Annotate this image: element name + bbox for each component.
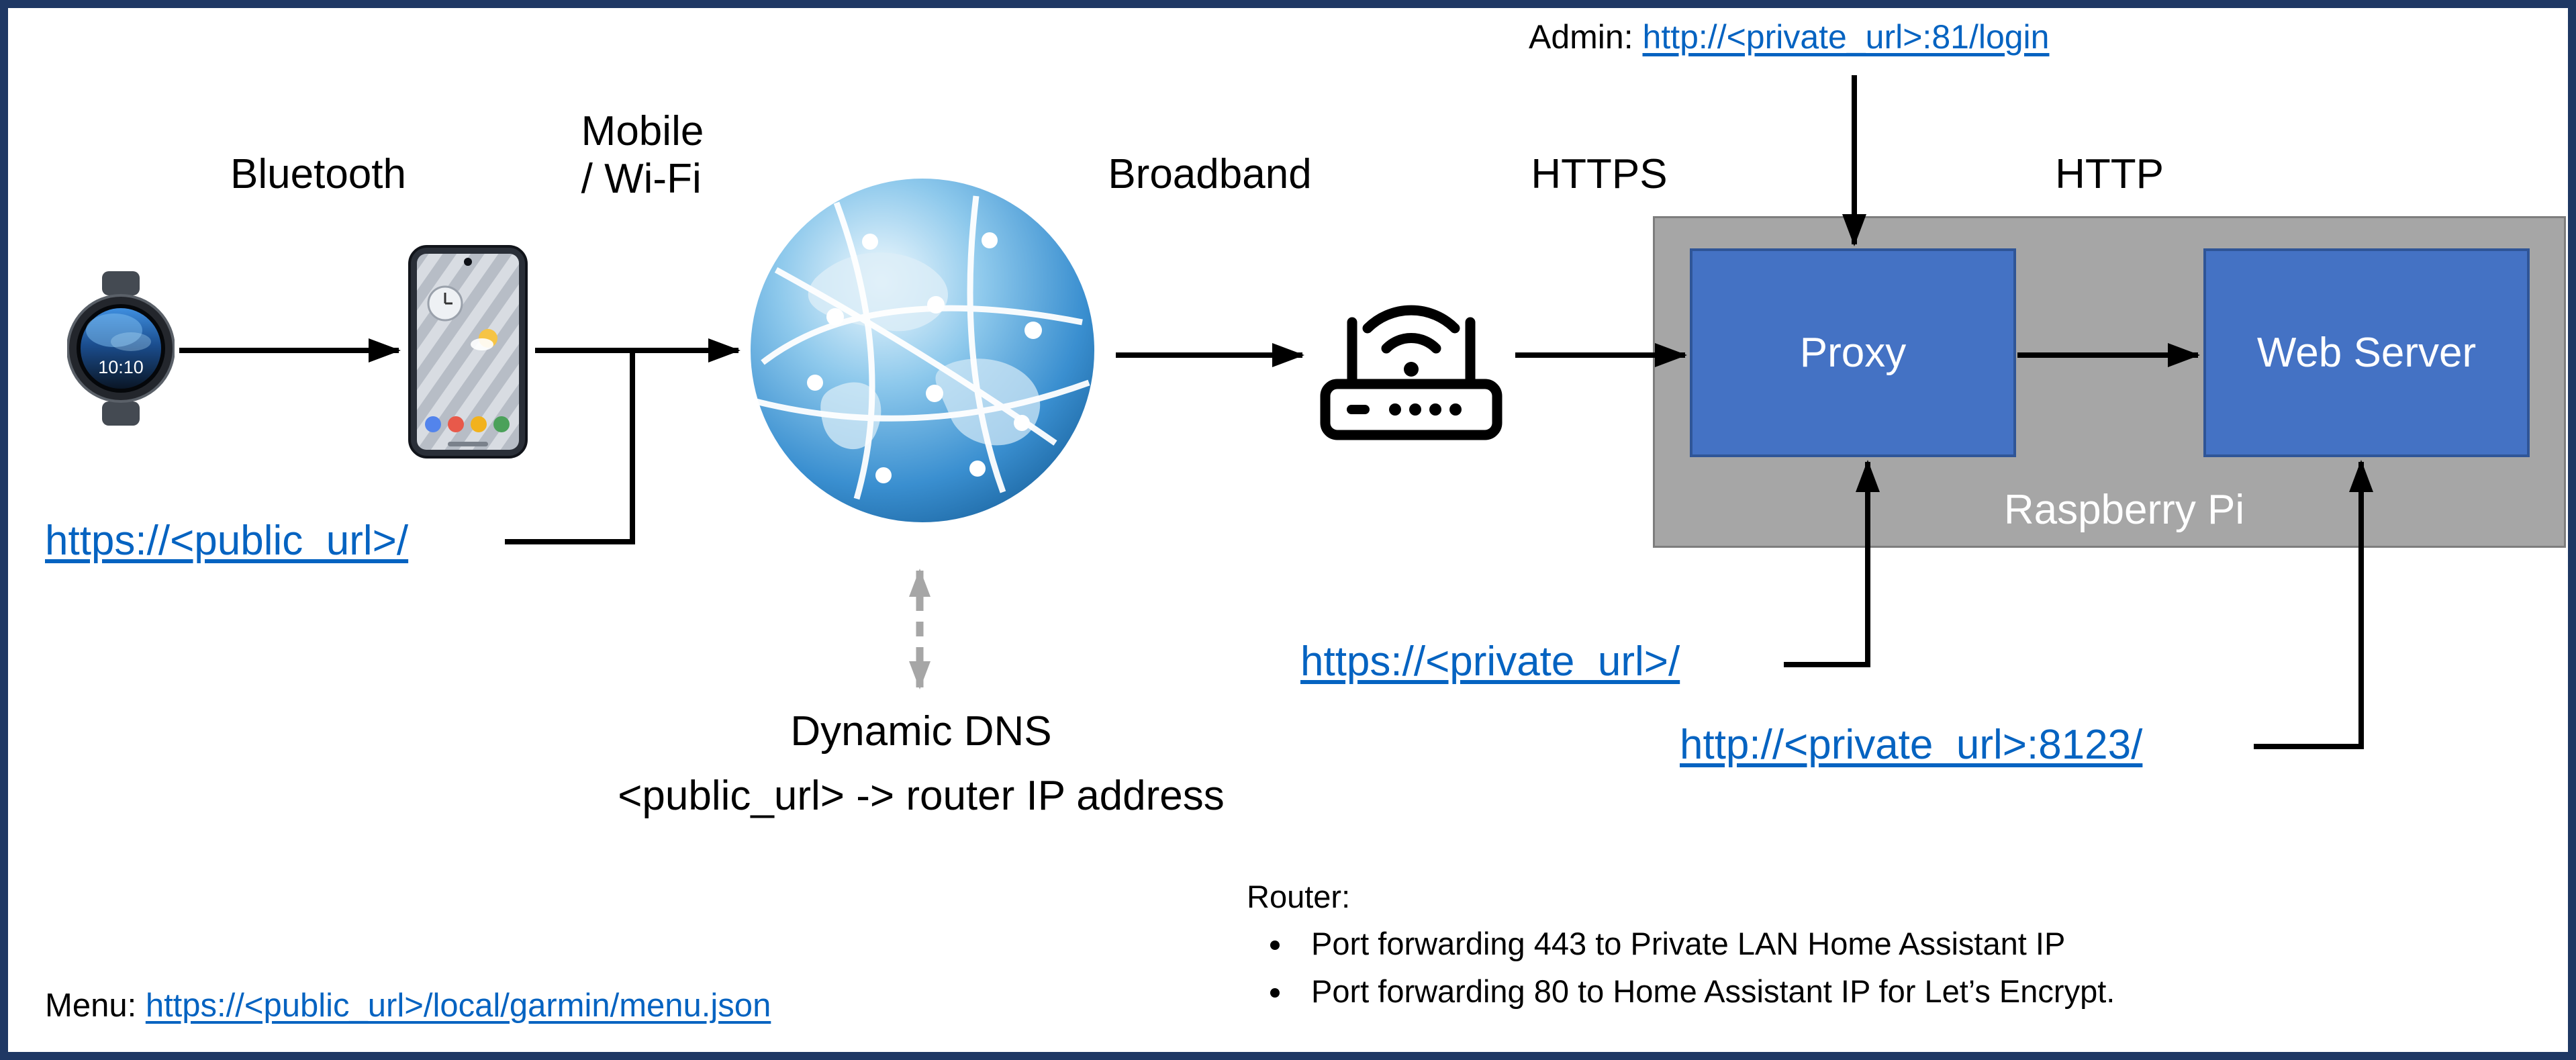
globe-network-nodes	[807, 232, 1042, 483]
web-server-box: Web Server	[2203, 248, 2530, 457]
router-note-item: Port forwarding 443 to Private LAN Home …	[1294, 925, 2115, 963]
public-url-link[interactable]: https://<public_url>/	[45, 518, 409, 564]
private-url-link[interactable]: https://<private_url>/	[1300, 638, 1680, 685]
watch-time: 10:10	[98, 357, 144, 377]
mobile-wifi-label: Mobile / Wi-Fi	[581, 108, 704, 203]
router-note-item: Port forwarding 80 to Home Assistant IP …	[1294, 973, 2115, 1010]
proxy-box-label: Proxy	[1799, 330, 1907, 376]
dns-mapping-label: <public_url> -> router IP address	[618, 773, 1225, 819]
smartphone-icon	[408, 245, 528, 459]
private-url-8123-link[interactable]: http://<private_url>:8123/	[1680, 722, 2143, 768]
https-label: HTTPS	[1531, 151, 1668, 197]
raspberry-pi-label: Raspberry Pi	[2003, 487, 2245, 533]
proxy-box: Proxy	[1690, 248, 2016, 457]
broadband-label: Broadband	[1108, 151, 1312, 197]
menu-url-link[interactable]: https://<public_url>/local/garmin/menu.j…	[145, 987, 771, 1024]
router-notes: Router: Port forwarding 443 to Private L…	[1247, 878, 2115, 1020]
watch-strap-top	[102, 271, 140, 295]
admin-line: Admin: http://<private_url>:81/login	[1529, 17, 2049, 56]
http-label: HTTP	[2055, 151, 2164, 197]
phone-camera-dot	[464, 258, 472, 266]
admin-login-link[interactable]: http://<private_url>:81/login	[1642, 18, 2050, 56]
router-icon	[1320, 305, 1502, 440]
internet-globe-icon	[751, 179, 1094, 522]
admin-prefix: Admin:	[1529, 18, 1643, 56]
watch-strap-bottom	[102, 401, 140, 426]
dynamic-dns-label: Dynamic DNS	[790, 708, 1052, 755]
menu-prefix: Menu:	[45, 987, 146, 1024]
bluetooth-label: Bluetooth	[230, 151, 406, 197]
web-server-box-label: Web Server	[2256, 330, 2477, 376]
router-notes-title: Router:	[1247, 879, 1351, 914]
router-notes-list: Port forwarding 443 to Private LAN Home …	[1247, 925, 2115, 1010]
smartwatch-icon: 10:10	[67, 271, 175, 426]
menu-line: Menu: https://<public_url>/local/garmin/…	[45, 987, 771, 1024]
wifi-icon	[1362, 305, 1460, 354]
